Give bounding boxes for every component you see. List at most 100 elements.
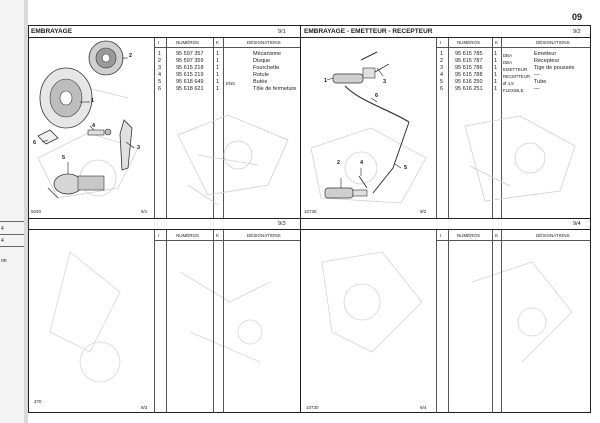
- page-number: 09: [572, 12, 583, 22]
- callout-4: 4: [92, 123, 96, 129]
- row-qty: 1: [494, 72, 498, 78]
- strip-rule: [0, 246, 24, 247]
- row-designation: —: [534, 86, 540, 92]
- row-number: 95 615 786: [455, 65, 483, 71]
- row-designation: Tôle de fermeture: [253, 86, 297, 92]
- column-header: DÉSIGNATIONS: [247, 233, 281, 238]
- row-item: 3: [158, 65, 162, 71]
- column-header: I: [158, 40, 160, 45]
- footer-ref: 9/3: [141, 405, 148, 410]
- clutch-exploded-diagram: [37, 40, 139, 199]
- fork-part: [119, 119, 133, 171]
- section-ref: 9/3: [278, 221, 286, 227]
- table-column-rule: [436, 38, 437, 218]
- column-header: NUMÉROS: [176, 40, 200, 45]
- row-number: 95 615 219: [176, 72, 204, 78]
- table-column-rule: [492, 38, 493, 218]
- callout-1: 1: [91, 98, 95, 104]
- table-header-rule: [154, 240, 300, 241]
- row-item: 6: [158, 86, 162, 92]
- table-column-rule: [448, 38, 449, 218]
- leader-lines: [41, 57, 135, 174]
- row-item: 2: [440, 58, 444, 64]
- row-qty: 1: [216, 51, 220, 57]
- book-spine: [24, 0, 28, 423]
- row-item: 4: [440, 72, 444, 78]
- row-designation: Disque: [253, 58, 271, 64]
- section-ref: 9/1: [278, 29, 286, 35]
- callout-6: 6: [375, 93, 379, 99]
- row-designation: Rotule: [253, 72, 269, 78]
- column-header: I: [440, 233, 442, 238]
- slave-cylinder-part: [324, 187, 368, 199]
- footer-ref: 9/1: [141, 209, 148, 214]
- figure-code: 10730: [306, 405, 319, 410]
- figure-code: 10730: [304, 209, 317, 214]
- background-ghost-drawing: [464, 115, 576, 202]
- row-designation: Tige de poussée: [534, 65, 575, 71]
- header-rule: [28, 37, 300, 38]
- strip-rule: [0, 234, 24, 235]
- row-qty: 1: [494, 86, 498, 92]
- adjacent-page-strip: 4 4 on: [0, 0, 25, 423]
- table-column-rule: [501, 230, 502, 413]
- row-note: EMETTEUR: [503, 67, 528, 72]
- row-number: 95 615 787: [455, 58, 483, 64]
- column-header: K: [216, 233, 220, 238]
- callout-2: 2: [337, 160, 341, 166]
- cover-plate-part: [37, 129, 59, 145]
- receiver-rod-part: [358, 175, 368, 189]
- callout-6: 6: [33, 140, 37, 146]
- tube-part: [372, 121, 410, 194]
- row-item: 5: [440, 79, 444, 85]
- row-qty: 1: [494, 65, 498, 71]
- callout-5: 5: [62, 155, 66, 161]
- row-qty: 1: [216, 79, 220, 85]
- table-column-rule: [436, 230, 437, 413]
- clutch-disc-part: [88, 40, 124, 76]
- row-number: 95 618 649: [176, 79, 204, 85]
- table-column-rule: [154, 230, 155, 413]
- flexible-hose-part: [344, 85, 410, 123]
- row-note: ENS: [226, 81, 236, 86]
- row-designation: —: [534, 72, 540, 78]
- row-qty: 1: [494, 79, 498, 85]
- table-column-rule: [492, 230, 493, 413]
- table-column-rule: [223, 38, 224, 218]
- row-item: 2: [158, 58, 162, 64]
- section-title: EMBRAYAGE - EMETTEUR - RECEPTEUR: [304, 28, 433, 35]
- row-number: 95 615 218: [176, 65, 204, 71]
- vertical-divider: [300, 25, 301, 413]
- row-qty: 1: [216, 65, 220, 71]
- row-item: 5: [158, 79, 162, 85]
- row-qty: 1: [216, 86, 220, 92]
- row-note: DBA: [503, 53, 513, 58]
- row-item: 6: [440, 86, 444, 92]
- section-title: EMBRAYAGE: [31, 28, 73, 35]
- pushrod-part: [360, 51, 378, 61]
- row-number: 95 616 250: [455, 79, 483, 85]
- column-header: K: [495, 40, 499, 45]
- table-column-rule: [166, 230, 167, 413]
- row-item: 3: [440, 65, 444, 71]
- figure-code: 5030: [31, 209, 42, 214]
- header-rule: [300, 37, 591, 38]
- column-header: DÉSIGNATIONS: [536, 233, 570, 238]
- background-ghost-drawing: [310, 127, 427, 204]
- table-column-rule: [154, 38, 155, 218]
- background-ghost-drawing: [321, 251, 573, 363]
- row-designation: Fourchette: [253, 65, 280, 71]
- row-designation: Emetteur: [534, 51, 557, 57]
- row-qty: 1: [494, 58, 498, 64]
- strip-text: 4: [1, 226, 4, 232]
- leader-lines: [326, 67, 402, 188]
- strip-rule: [0, 221, 24, 222]
- column-header: I: [440, 40, 442, 45]
- column-header: K: [216, 40, 220, 45]
- pressure-plate-part: [39, 67, 93, 129]
- table-column-rule: [448, 230, 449, 413]
- row-number: 95 615 785: [455, 51, 483, 57]
- row-designation: Récepteur: [534, 58, 560, 64]
- row-qty: 1: [216, 58, 220, 64]
- callout-3: 3: [137, 145, 141, 151]
